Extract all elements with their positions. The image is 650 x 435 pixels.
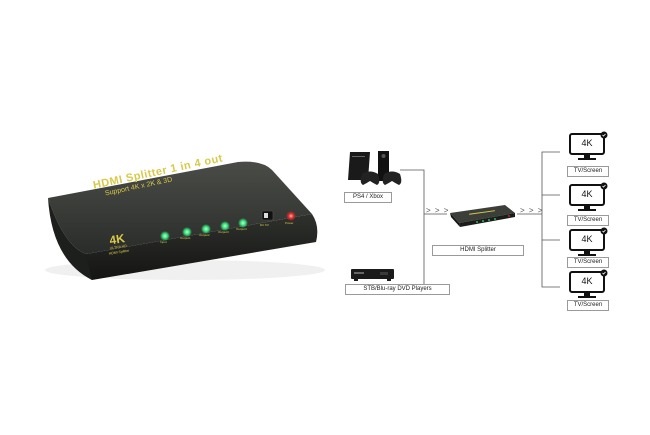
tv-icon (569, 131, 608, 160)
splitter-thumbnail (450, 205, 515, 227)
screen-2-badge: 4K (581, 189, 593, 199)
screen-bracket-line (541, 151, 560, 288)
led-output3 (220, 221, 230, 231)
screen-2-label: TV/Screen (567, 215, 609, 226)
arrows-left: > > > (426, 206, 450, 215)
screen-1-label: TV/Screen (567, 166, 609, 177)
screen-3-badge: 4K (581, 234, 593, 244)
device-side-face (48, 198, 92, 280)
source-1-label: PS4 / Xbox (344, 192, 392, 203)
port-label-input: Input (160, 240, 167, 244)
tv-icon (569, 269, 608, 298)
port-label-output4: Output4 (236, 227, 247, 231)
hub-label: HDMI Splitter (432, 245, 524, 256)
power-label: DC 5V (260, 223, 269, 227)
led-input (160, 231, 170, 241)
led-power (286, 211, 296, 221)
led-output1 (182, 227, 192, 237)
arrows-right: > > > (520, 206, 544, 215)
device-top-face (48, 161, 312, 254)
port-label-output1: Output1 (180, 236, 191, 240)
tv-icon (569, 227, 608, 256)
tv-icon (569, 182, 608, 211)
power-led-label: Power (285, 221, 294, 225)
screen-3: 4K TV/Screen (560, 226, 616, 268)
led-output2 (201, 224, 211, 234)
game-console-icon (348, 151, 402, 185)
port-label-output2: Output2 (199, 233, 210, 237)
led-output4 (238, 218, 248, 228)
screen-1-badge: 4K (581, 138, 593, 148)
port-label-output3: Output3 (218, 230, 229, 234)
power-switch (261, 210, 274, 221)
device-front-face (83, 214, 318, 280)
source-2-label: STB/Blu-ray DVD Players (345, 284, 450, 295)
screen-3-label: TV/Screen (567, 257, 609, 268)
screen-2: 4K TV/Screen (560, 181, 616, 226)
set-top-box-icon (351, 269, 394, 281)
screen-4: 4K TV/Screen (560, 268, 616, 311)
screen-4-badge: 4K (581, 276, 593, 286)
screen-1: 4K TV/Screen (560, 130, 616, 177)
screen-4-label: TV/Screen (567, 300, 609, 311)
